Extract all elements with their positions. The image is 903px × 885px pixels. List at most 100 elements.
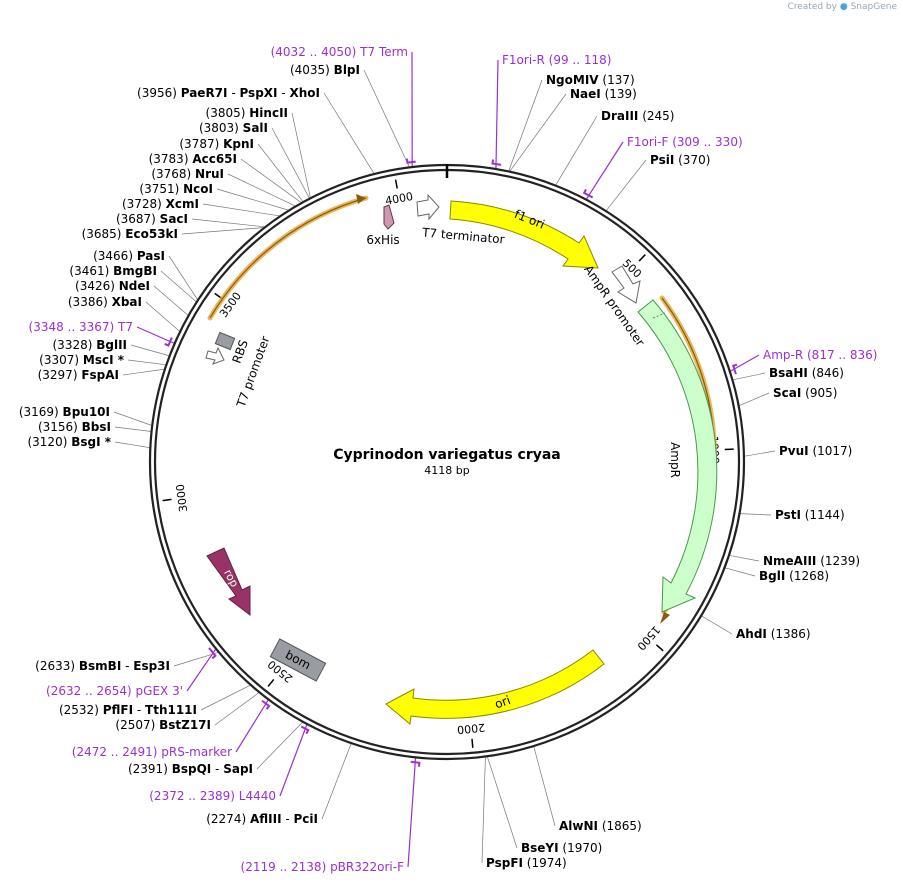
enzyme-name: XcmI: [166, 197, 199, 211]
enzyme-site-label: (3307) MscI *: [39, 353, 125, 367]
enzyme-leader-line: [153, 285, 189, 316]
enzyme-leader-line: [738, 392, 770, 407]
enzyme-position: (3169): [19, 405, 63, 419]
enzyme-position: (137): [599, 73, 635, 87]
enzyme-leader-line: [168, 255, 199, 301]
primer-label: (2372 .. 2389) L4440: [149, 789, 276, 803]
enzyme-name: PsiI: [650, 153, 674, 167]
enzyme-name: DraIII: [601, 109, 638, 123]
enzyme-leader-line: [227, 173, 296, 207]
enzyme-site-label: (4035) BlpI: [290, 63, 360, 77]
primer-leader-line: [136, 326, 175, 345]
primer-text: L4440: [239, 789, 276, 803]
enzyme-name: NgoMIV: [546, 73, 599, 87]
enzyme-name: MscI *: [83, 353, 125, 367]
enzyme-site-label: (3805) HincII: [206, 106, 288, 120]
enzyme-site-label: (3466) PasI: [93, 249, 165, 263]
enzyme-leader-line: [321, 743, 352, 820]
primer-label: (3348 .. 3367) T7: [29, 320, 133, 334]
primer-text: F1ori-F: [627, 135, 668, 149]
enzyme-position: (846): [808, 366, 844, 380]
enzyme-name: KpnI: [223, 137, 254, 151]
enzyme-leader-line: [555, 115, 598, 186]
enzyme-name: Eco53kI: [125, 227, 178, 241]
enzyme-name: PstI: [775, 508, 801, 522]
enzyme-leader-line: [739, 513, 772, 516]
feature-label-ampr: AmpR: [668, 442, 682, 478]
feature-label-t7-terminator: T7 terminator: [421, 225, 506, 246]
enzyme-leader-line: [191, 218, 266, 228]
enzyme-position: (3120): [27, 435, 71, 449]
primer-leader-line: [495, 59, 499, 170]
enzyme-site-label: (2507) BstZ17I: [115, 718, 211, 732]
enzyme-site-label: PstI (1144): [775, 508, 845, 522]
enzyme-leader-line: [256, 721, 304, 770]
primer-label: (4032 .. 4050) T7 Term: [271, 45, 408, 59]
enzyme-position: (3297): [38, 368, 82, 382]
enzyme-name: BbsI: [82, 420, 111, 434]
enzyme-name: BsmBI: [79, 659, 121, 673]
primer-text: (3348 .. 3367): [29, 320, 119, 334]
enzyme-site-label: (3956) PaeR7I - PspXI - XhoI: [137, 86, 320, 100]
enzyme-name: AhdI: [736, 627, 767, 641]
enzyme-leader-line: [728, 554, 760, 562]
enzyme-position: (1865): [598, 819, 642, 833]
enzyme-position: (3803): [199, 121, 243, 135]
enzyme-name: NaeI: [570, 87, 601, 101]
enzyme-leader-line: [743, 450, 776, 457]
enzyme-site-label: (3297) FspAI: [38, 368, 119, 382]
enzyme-name: BspQI: [172, 762, 212, 776]
enzyme-name: PspFI: [486, 856, 523, 870]
enzyme-leader-line: [216, 188, 290, 211]
primer-leader-line: [186, 648, 217, 692]
primer-text: pGEX 3': [136, 684, 183, 698]
enzyme-name: NcoI: [183, 182, 213, 196]
ruler-tick: [638, 254, 646, 262]
enzyme-site-label: DraIII (245): [601, 109, 674, 123]
enzyme-position: -: [278, 86, 290, 100]
enzyme-site-label: PsiI (370): [650, 153, 710, 167]
enzyme-position: (3307): [39, 353, 83, 367]
enzyme-position: -: [121, 659, 133, 673]
ruler-tick: [394, 179, 398, 189]
enzyme-position: (4035): [290, 63, 334, 77]
feature-bom: bom: [269, 638, 327, 682]
enzyme-name: XbaI: [112, 295, 142, 309]
enzyme-name: BstZ17I: [159, 718, 211, 732]
enzyme-name: BlpI: [334, 63, 360, 77]
primer-leader-line: [235, 699, 270, 753]
feature-ori: ori: [385, 649, 605, 725]
primer-text: Amp-R: [763, 348, 803, 362]
enzyme-leader-line: [291, 112, 311, 199]
enzyme-leader-line: [114, 426, 152, 432]
plasmid-length: 4118 bp: [424, 464, 469, 477]
enzyme-name: NruI: [195, 167, 224, 181]
ruler-tick: [471, 738, 474, 748]
enzyme-leader-line: [533, 745, 556, 827]
enzyme-position: (1017): [809, 444, 853, 458]
enzyme-site-label: (3169) Bpu10I: [19, 405, 110, 419]
feature-label-6xhis: 6xHis: [366, 233, 399, 247]
primer-label: (2472 .. 2491) pRS-marker: [72, 745, 232, 759]
enzyme-leader-line: [700, 615, 733, 635]
primer-bind-mark: [405, 158, 416, 164]
primer-leader-line: [279, 723, 308, 797]
enzyme-position: (3751): [139, 182, 183, 196]
enzyme-site-label: BsaHI (846): [769, 366, 844, 380]
enzyme-name: Bpu10I: [63, 405, 110, 419]
enzyme-site-label: NgoMIV (137): [546, 73, 635, 87]
primer-text: (2632 .. 2654): [46, 684, 136, 698]
ruler-tick: [162, 498, 172, 502]
enzyme-leader-line: [181, 227, 265, 235]
enzyme-name: SalI: [243, 121, 268, 135]
enzyme-site-label: (3687) SacI: [116, 212, 188, 226]
primer-label: F1ori-F (309 .. 330): [627, 135, 743, 149]
enzyme-position: (1144): [801, 508, 845, 522]
primer-bind-mark: [208, 647, 217, 660]
enzyme-leader-line: [202, 203, 281, 217]
enzyme-site-label: PvuI (1017): [779, 444, 852, 458]
primer-label: (2119 .. 2138) pBR322ori-F: [241, 860, 405, 874]
enzyme-name: BsgI *: [71, 435, 112, 449]
enzyme-site-label: (3426) NdeI: [75, 279, 150, 293]
primer-bind-mark: [582, 188, 594, 199]
